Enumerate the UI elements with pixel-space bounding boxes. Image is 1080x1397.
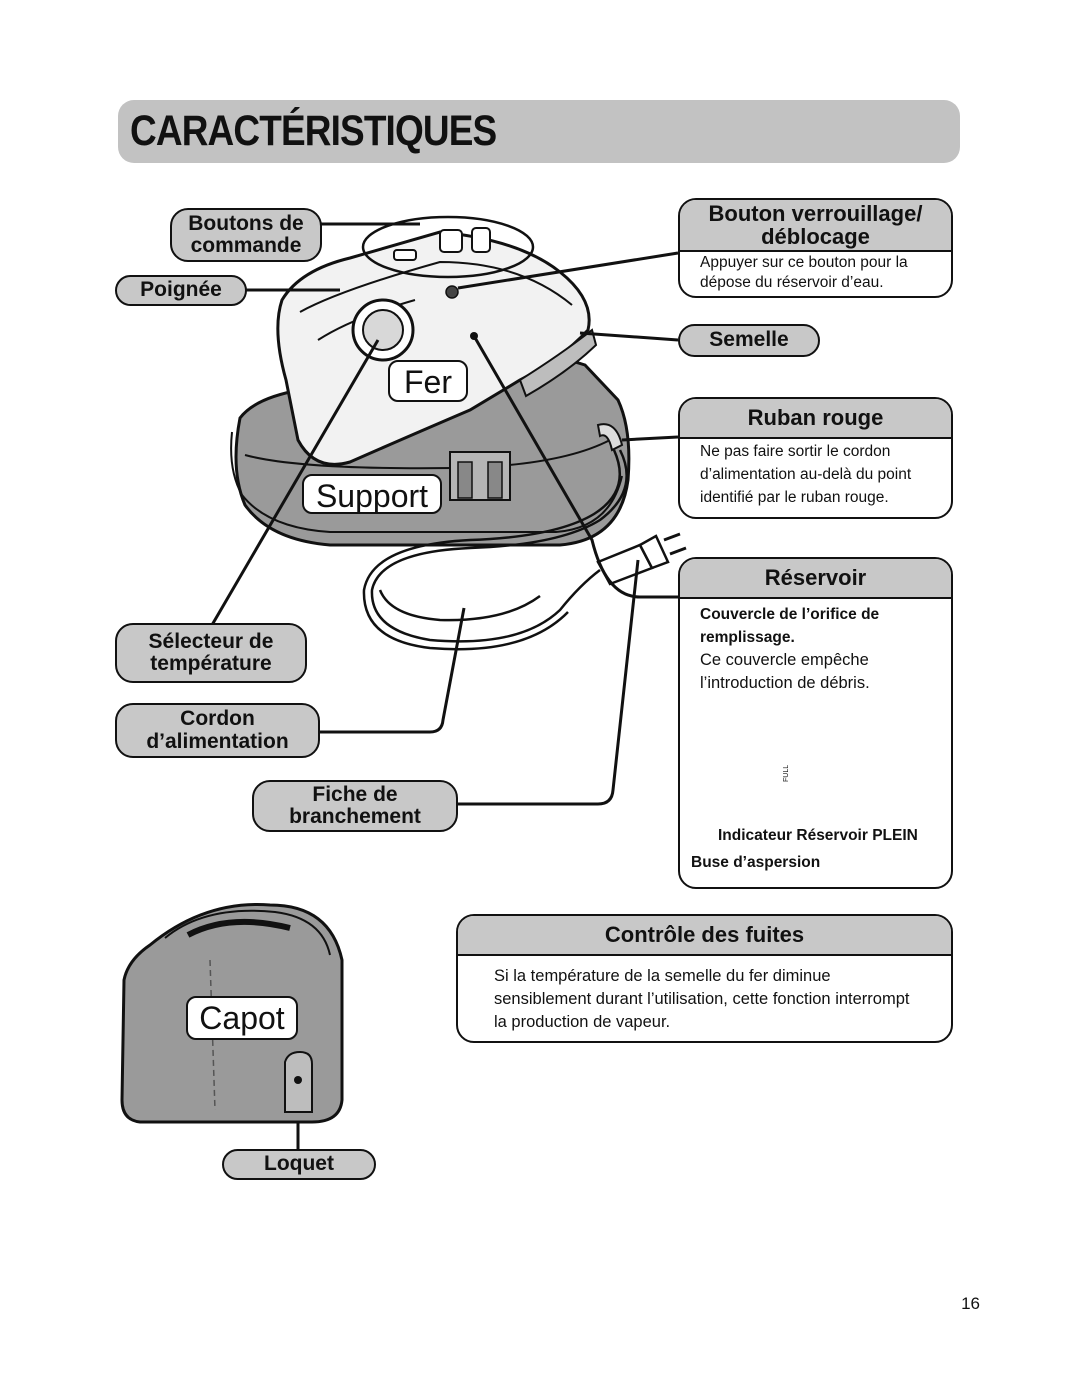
box-lock-button-title: Bouton verrouillage/ déblocage (680, 200, 951, 252)
reservoir-cap-text-line1: Ce couvercle empêche (700, 651, 869, 669)
leader-lines (210, 222, 679, 1150)
label-stand: Support (302, 474, 442, 514)
box-leak-control: Contrôle des fuites Si la température de… (456, 914, 953, 1043)
label-cover: Capot (186, 996, 298, 1040)
box-leak-control-body-line2: sensiblement durant l’utilisation, cette… (494, 990, 910, 1008)
box-lock-button-body-line1: Appuyer sur ce bouton pour la (700, 254, 908, 271)
label-power-cord: Cordon d’alimentation (115, 703, 320, 758)
reservoir-cap-title-line1: Couvercle de l’orifice de (700, 606, 880, 623)
label-latch-text: Loquet (264, 1152, 334, 1176)
reservoir-cap-title-line2: remplissage. (700, 629, 795, 646)
box-lock-button-body-line2: dépose du réservoir d’eau. (700, 274, 884, 291)
box-leak-control-title: Contrôle des fuites (458, 916, 951, 956)
label-control-buttons: Boutons de commande (170, 208, 322, 262)
label-control-buttons-line1: Boutons de (188, 211, 304, 235)
box-lock-button: Bouton verrouillage/ déblocage Appuyer s… (678, 198, 953, 298)
box-red-ribbon-body: Ne pas faire sortir le cordon d’alimenta… (680, 439, 951, 509)
box-red-ribbon-body-line1: Ne pas faire sortir le cordon (700, 443, 891, 460)
box-red-ribbon-title: Ruban rouge (680, 399, 951, 439)
box-leak-control-body-line1: Si la température de la semelle du fer d… (494, 967, 831, 985)
box-reservoir-title: Réservoir (680, 559, 951, 599)
label-power-cord-line2: d’alimentation (146, 729, 289, 753)
label-handle: Poignée (115, 275, 247, 306)
label-power-cord-line1: Cordon (180, 707, 255, 731)
label-plug: Fiche de branchement (252, 780, 458, 832)
box-leak-control-body: Si la température de la semelle du fer d… (458, 956, 951, 1034)
reservoir-indicator-label: Indicateur Réservoir PLEIN (718, 827, 918, 844)
box-reservoir-body: Couvercle de l’orifice de remplissage. C… (680, 599, 951, 695)
page-title: CARACTÉRISTIQUES (130, 107, 497, 155)
plug-drawing (596, 532, 687, 586)
box-lock-button-title-line2: déblocage (761, 224, 870, 249)
label-temperature-selector: Sélecteur de température (115, 623, 307, 683)
label-iron: Fer (388, 360, 468, 402)
box-lock-button-body: Appuyer sur ce bouton pour la dépose du … (680, 252, 951, 293)
box-lock-button-title-line1: Bouton verrouillage/ (708, 200, 923, 226)
reservoir-nozzle-label: Buse d’aspersion (691, 854, 821, 871)
box-reservoir: Réservoir Couvercle de l’orifice de remp… (678, 557, 953, 889)
label-soleplate: Semelle (678, 324, 820, 357)
control-buttons-callout-ellipse (361, 215, 535, 279)
full-mark: FULL (783, 764, 790, 782)
label-handle-text: Poignée (140, 278, 222, 302)
label-soleplate-text: Semelle (709, 328, 789, 352)
label-plug-line2: branchement (289, 805, 421, 828)
box-red-ribbon: Ruban rouge Ne pas faire sortir le cordo… (678, 397, 953, 519)
label-temperature-selector-line2: température (150, 652, 272, 675)
label-temperature-selector-line1: Sélecteur de (148, 629, 274, 653)
box-leak-control-body-line3: la production de vapeur. (494, 1013, 671, 1031)
box-red-ribbon-body-line3: identifié par le ruban rouge. (700, 489, 889, 506)
label-latch: Loquet (222, 1149, 376, 1180)
title-bar (118, 100, 960, 163)
page-number: 16 (961, 1294, 980, 1313)
box-red-ribbon-body-line2: d’alimentation au-delà du point (700, 466, 912, 483)
cord-drawing (362, 449, 628, 651)
reservoir-cap-text-line2: l’introduction de débris. (700, 674, 870, 692)
label-control-buttons-line2: commande (190, 234, 302, 257)
label-plug-line1: Fiche de (312, 782, 398, 806)
